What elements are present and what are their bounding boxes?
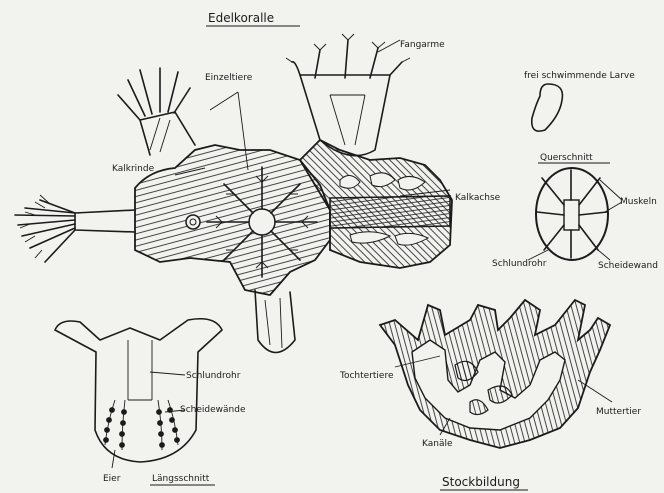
title-querschnitt: Querschnitt bbox=[540, 153, 593, 163]
kalkrinde-body bbox=[135, 145, 330, 295]
basal-stalk bbox=[15, 195, 135, 262]
larva-shape bbox=[532, 84, 563, 131]
egg-chains bbox=[104, 400, 180, 450]
label-einzeltiere: Einzeltiere bbox=[205, 73, 253, 83]
label-larve: frei schwimmende Larve bbox=[524, 71, 635, 81]
label-eier: Eier bbox=[103, 474, 121, 484]
label-muttertier: Muttertier bbox=[596, 407, 641, 417]
cross-section-drawing bbox=[528, 168, 622, 260]
polyp-lower bbox=[255, 290, 295, 353]
title-laengsschnitt: Längsschnitt bbox=[152, 474, 210, 484]
small-pore bbox=[186, 215, 200, 229]
title-stockbildung: Stockbildung bbox=[442, 475, 520, 489]
label-schlundrohr-laengsschnitt: Schlundrohr bbox=[186, 371, 241, 381]
label-scheidewand: Scheidewand bbox=[598, 261, 658, 271]
label-muskeln: Muskeln bbox=[620, 197, 657, 207]
polyp-upper-right bbox=[286, 34, 410, 156]
star-polyp bbox=[207, 167, 317, 277]
label-scheidewaende: Scheidewände bbox=[180, 405, 246, 415]
label-kanaele: Kanäle bbox=[422, 439, 453, 449]
polyp-upper-left bbox=[118, 68, 195, 155]
label-schlundrohr-querschnitt: Schlundrohr bbox=[492, 259, 547, 269]
label-kalkachse: Kalkachse bbox=[455, 193, 501, 203]
label-kalkrinde: Kalkrinde bbox=[112, 164, 155, 174]
colony-formation-drawing bbox=[380, 300, 612, 448]
label-fangarme: Fangarme bbox=[400, 40, 445, 50]
main-title: Edelkoralle bbox=[208, 11, 274, 25]
longitudinal-section-drawing bbox=[55, 319, 222, 468]
label-tochtertiere: Tochtertiere bbox=[339, 371, 394, 381]
kalkachse-axis bbox=[330, 196, 450, 228]
